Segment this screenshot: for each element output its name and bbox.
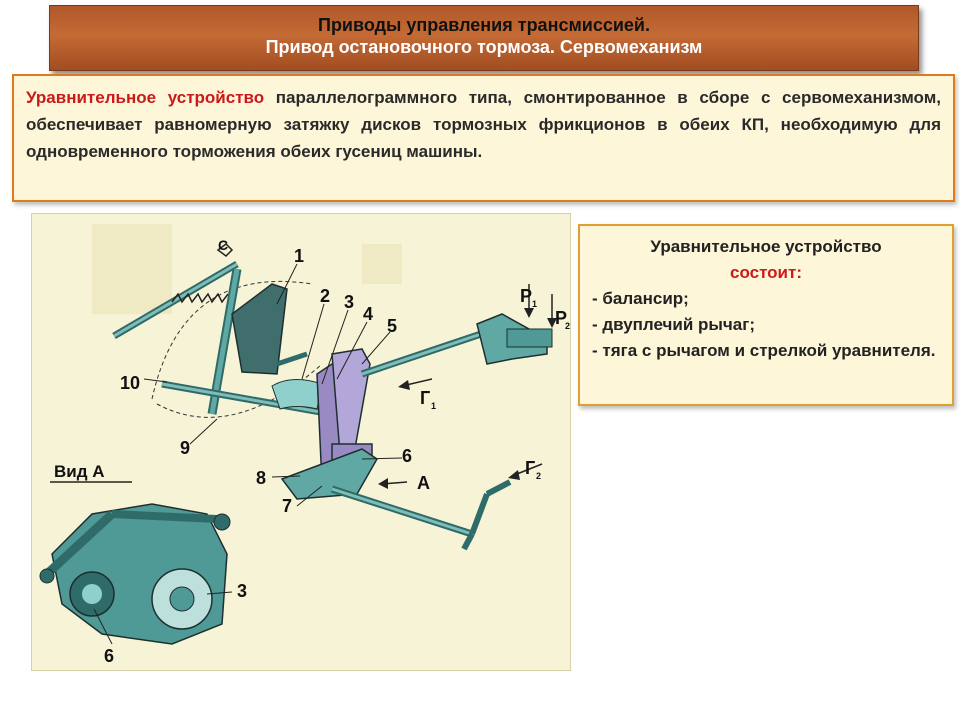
cross-shaft-highlight [161,382,333,416]
description-box: Уравнительное устройство параллелограммн… [12,74,955,202]
bg-panel [92,224,172,314]
label-view-a-6: 6 [104,646,114,666]
spring-anchor [216,243,234,257]
pedal-rod-highlight [113,262,238,338]
leader-4 [336,321,368,380]
ratchet-sector [271,379,323,410]
leader-10 [143,378,168,383]
list-item: - балансир; [592,289,689,308]
leader-1 [276,263,298,305]
label-5: 5 [387,316,397,336]
label-g2-sub: 2 [536,471,541,481]
leader-2 [301,303,325,380]
leader-7 [296,485,323,507]
arrow-p2-head [547,318,557,328]
title-line-2: Привод остановочного тормоза. Сервомехан… [265,37,703,57]
label-3: 3 [344,292,354,312]
swing-arc [151,280,313,400]
view-a-disc-hub [169,586,195,612]
return-spring [171,292,229,304]
leader-va3 [206,591,233,595]
label-p1-sub: 1 [532,299,537,309]
label-view-a-3: 3 [237,581,247,601]
servo-housing [280,448,378,500]
components-box: Уравнительное устройство состоит: - бала… [578,224,954,406]
view-a-pin [213,513,231,531]
label-2: 2 [320,286,330,306]
label-9: 9 [180,438,190,458]
arrow-g1-head [398,380,410,390]
lower-lever-upper [469,492,490,536]
label-g1-sub: 1 [431,401,436,411]
description-text: Уравнительное устройство параллелограммн… [26,84,941,165]
brake-pedal [231,283,288,375]
mechanism-drawing: 1 2 3 4 5 6 7 8 9 10 С Р 1 Р 2 Г 1 Г 2 А… [39,224,570,666]
title-line-1: Приводы управления трансмиссией. [318,15,650,35]
arrow-p1-head [524,308,534,318]
label-p1: Р [520,286,532,306]
leader-va6 [93,608,113,645]
rod-r2-highlight [331,487,473,536]
label-1: 1 [294,246,304,266]
title-bar: Приводы управления трансмиссией. Привод … [49,5,919,71]
list-item: - двуплечий рычаг; [592,315,755,334]
leader-9 [189,418,218,445]
vertical-lever-fill [209,268,240,415]
description-body: параллелограммного типа, смонтированное … [26,88,942,161]
components-heading: Уравнительное устройство [650,237,882,256]
label-8: 8 [256,468,266,488]
view-a-arm [43,510,116,578]
leader-5 [361,331,391,365]
label-c: С [218,237,228,253]
label-7: 7 [282,496,292,516]
label-a: А [417,473,430,493]
pedal-arm [276,351,308,367]
components-subheading: состоит: [730,263,802,282]
description-highlight: Уравнительное устройство [26,88,265,107]
double-arm-lever [331,348,371,455]
view-a-pin [39,568,55,584]
leader-8 [271,475,301,478]
lower-lever-stub [461,532,475,551]
view-a-link [111,510,218,523]
rod-r1-highlight [361,330,488,376]
upper-bracket [506,328,553,348]
label-p2: Р [555,308,567,328]
label-4: 4 [363,304,373,324]
view-a-pulley-hub [82,584,102,604]
arrow-g2-head [508,470,520,480]
label-6: 6 [402,446,412,466]
lower-lever-top [485,479,512,497]
bg-panel [362,244,402,284]
label-view-a: Вид А [54,462,105,481]
components-list: - балансир; - двуплечий рычаг; - тяга с … [592,286,940,364]
label-g2: Г [525,458,535,478]
leader-6 [361,457,403,460]
label-10: 10 [120,373,140,393]
label-p2-sub: 2 [565,321,570,331]
leader-3 [321,309,349,385]
mechanism-diagram: 1 2 3 4 5 6 7 8 9 10 С Р 1 Р 2 Г 1 Г 2 А… [31,213,571,671]
label-g1: Г [420,388,430,408]
list-item: - тяга с рычагом и стрелкой уравнителя. [592,341,936,360]
arrow-a-head [378,478,388,489]
